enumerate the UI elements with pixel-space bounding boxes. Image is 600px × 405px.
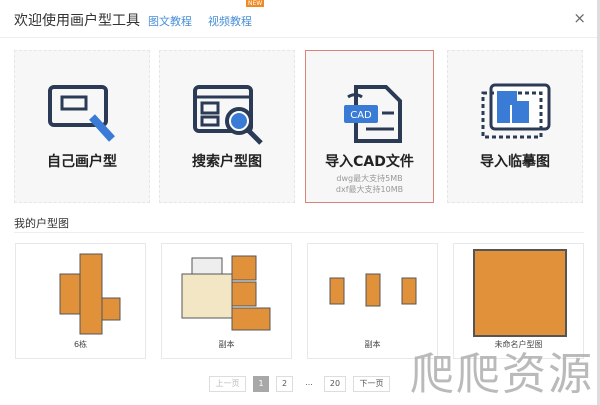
next-page-button[interactable]: 下一页 (353, 376, 390, 392)
cad-file-icon: CAD (344, 85, 402, 143)
page-20-button[interactable]: 20 (324, 376, 346, 392)
prev-page-button[interactable]: 上一页 (209, 376, 246, 392)
pagination-ellipsis: ... (301, 376, 317, 392)
plan-thumbnail[interactable]: 副本 (307, 243, 438, 359)
draw-pencil-icon (48, 85, 115, 142)
section-title: 我的户型图 (14, 217, 69, 230)
plan-caption: 副本 (364, 340, 381, 349)
trace-image-icon (481, 83, 551, 139)
floorplan-image (473, 249, 567, 337)
watermark: 爬爬资源 (410, 349, 594, 400)
draw-plan-card[interactable]: 自己画户型 (14, 50, 150, 203)
plan-caption: 未命名户型图 (494, 340, 543, 349)
plan-caption: 6栋 (73, 340, 88, 349)
close-button[interactable]: × (573, 9, 586, 27)
scrollbar[interactable] (597, 0, 600, 405)
card-label: 自己画户型 (47, 154, 117, 170)
floorplan-image (181, 255, 271, 331)
search-plan-icon (193, 85, 263, 145)
video-tutorial-link[interactable]: 视频教程 (208, 15, 252, 28)
card-label: 导入临摹图 (480, 154, 550, 170)
svg-text:CAD: CAD (350, 110, 372, 121)
new-badge: NEW (246, 0, 265, 7)
floorplan-image (59, 253, 121, 335)
dialog-title: 欢迎使用画户型工具 (14, 13, 140, 29)
floorplan-image (329, 273, 417, 307)
plan-thumbnail[interactable]: 6栋 (15, 243, 146, 359)
dxf-limit-note: dxf最大支持10MB (335, 185, 404, 194)
page-2-button[interactable]: 2 (276, 376, 293, 392)
image-tutorial-link[interactable]: 图文教程 (148, 15, 192, 28)
page-1-button[interactable]: 1 (253, 376, 269, 392)
plan-caption: 副本 (218, 340, 235, 349)
plan-thumbnail[interactable]: 未命名户型图 (453, 243, 584, 359)
dwg-limit-note: dwg最大支持5MB (336, 174, 403, 183)
import-trace-card[interactable]: 导入临摹图 (447, 50, 583, 203)
import-cad-card[interactable]: CAD 导入CAD文件 dwg最大支持5MB dxf最大支持10MB (305, 50, 434, 203)
divider (0, 37, 600, 38)
card-label: 搜索户型图 (192, 154, 262, 170)
card-label: 导入CAD文件 (325, 154, 414, 170)
divider (14, 232, 584, 233)
plan-thumbnail[interactable]: 副本 (161, 243, 292, 359)
search-plan-card[interactable]: 搜索户型图 (159, 50, 295, 203)
